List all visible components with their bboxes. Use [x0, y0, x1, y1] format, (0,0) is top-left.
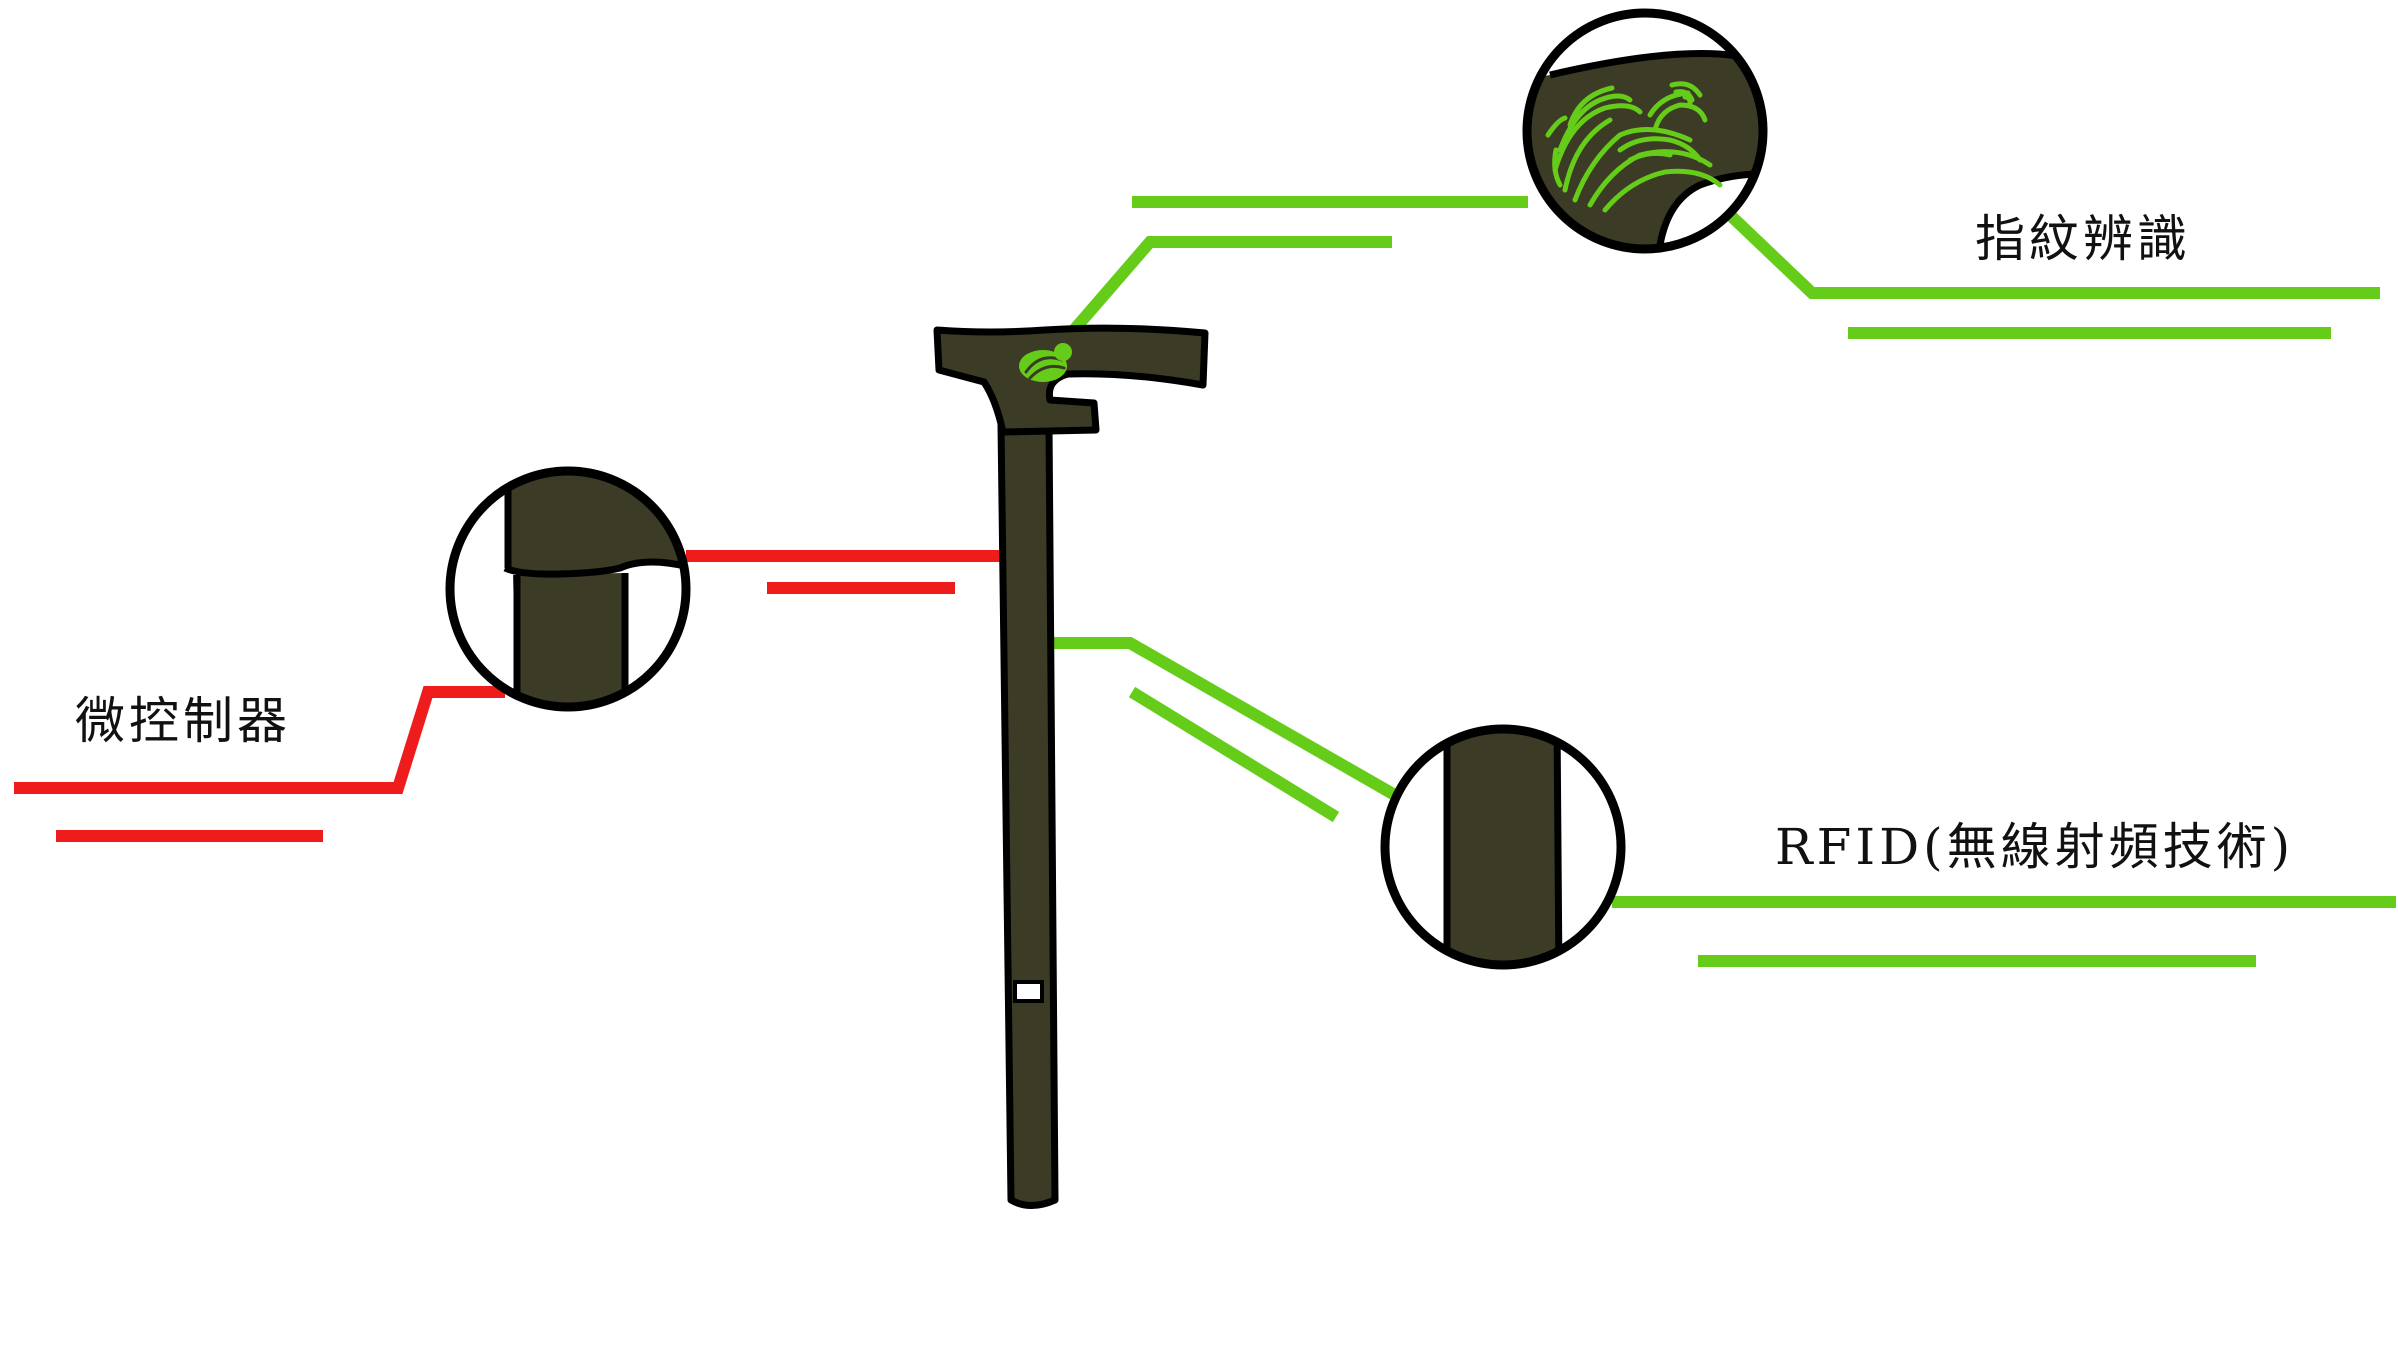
rfid-leader-line [1050, 637, 1403, 804]
cane-band [1013, 980, 1044, 1003]
fingerprint-label: 指紋辨識 [1975, 210, 2191, 268]
fingerprint-sensor [1019, 343, 1072, 382]
microcontroller-zoom-circle [445, 466, 691, 712]
fingerprint-label-underline [1723, 208, 2380, 299]
fingerprint-leader-lines [1055, 196, 2380, 350]
fingerprint-zoom-circle [1522, 8, 1768, 254]
cane-shaft [997, 421, 1059, 1209]
rfid-zoom-circle [1380, 724, 1626, 970]
cane-handle [933, 324, 1209, 436]
microcontroller-label-underline [14, 686, 505, 794]
fingerprint-leader-line [1055, 236, 1392, 350]
rfid-leader-line-secondary [1128, 686, 1340, 823]
fingerprint-pattern [1545, 81, 1723, 213]
walking-cane [933, 324, 1209, 1209]
rfid-label: RFID(無線射頻技術) [1775, 818, 2295, 876]
microcontroller-label: 微控制器 [75, 692, 291, 750]
microcontroller-leader-lines [14, 550, 1003, 842]
rfid-leader-lines [1050, 637, 2396, 967]
